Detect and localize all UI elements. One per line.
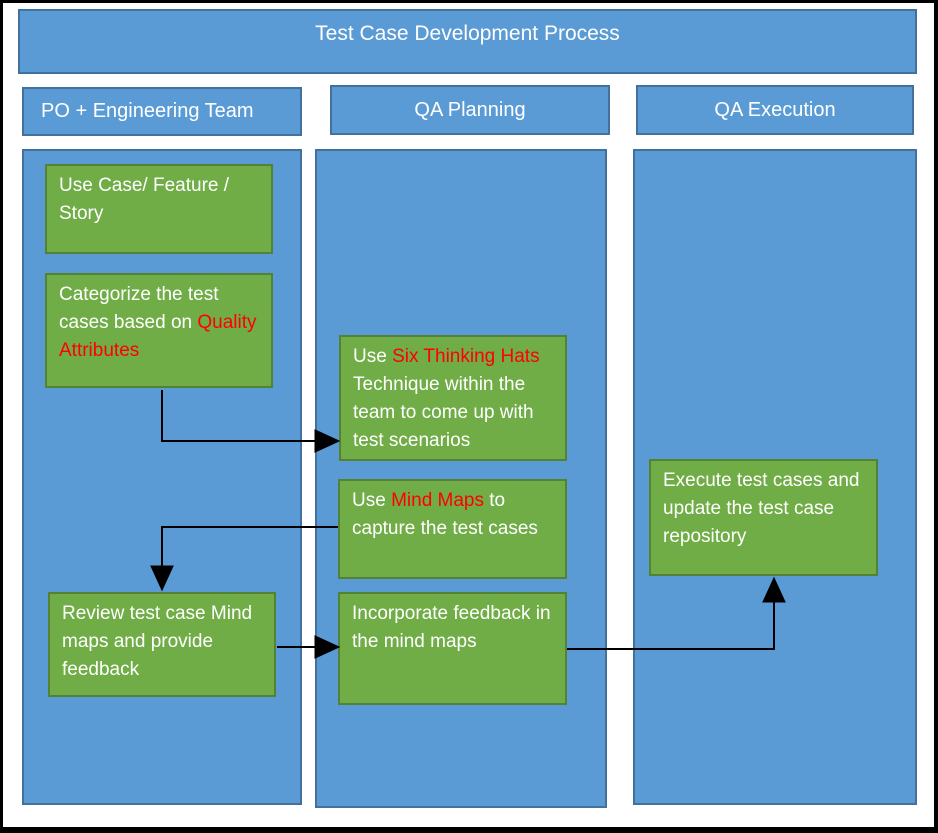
lane-header-qa-execution: QA Execution <box>636 85 914 135</box>
process-box-text: Use Six Thinking Hats Technique within t… <box>353 346 540 451</box>
lane-header-label: PO + Engineering Team <box>41 100 254 122</box>
process-box-text: Execute test cases and update the test c… <box>663 470 860 547</box>
lane-header-po-engineering: PO + Engineering Team <box>22 87 302 136</box>
process-box-incorporate-feedback: Incorporate feedback in the mind maps <box>338 592 567 705</box>
process-box-text: Incorporate feedback in the mind maps <box>352 603 551 652</box>
process-box-mind-maps: Use Mind Maps to capture the test cases <box>338 479 567 579</box>
process-box-six-thinking-hats: Use Six Thinking Hats Technique within t… <box>339 335 567 461</box>
process-box-use-case: Use Case/ Feature / Story <box>45 164 273 254</box>
page-title: Test Case Development Process <box>18 9 917 74</box>
page-title-text: Test Case Development Process <box>315 22 620 45</box>
process-box-categorize: Categorize the test cases based on Quali… <box>45 273 273 388</box>
process-box-text: Review test case Mind maps and provide f… <box>62 603 253 680</box>
process-box-execute-test-cases: Execute test cases and update the test c… <box>649 459 878 576</box>
lane-header-qa-planning: QA Planning <box>330 85 610 135</box>
process-box-text: Categorize the test cases based on Quali… <box>59 284 257 361</box>
process-box-text: Use Mind Maps to capture the test cases <box>352 490 538 539</box>
lane-header-label: QA Planning <box>414 98 526 121</box>
process-box-review-mind-maps: Review test case Mind maps and provide f… <box>48 592 276 697</box>
lane-header-label: QA Execution <box>714 98 836 121</box>
process-box-text: Use Case/ Feature / Story <box>59 175 230 224</box>
